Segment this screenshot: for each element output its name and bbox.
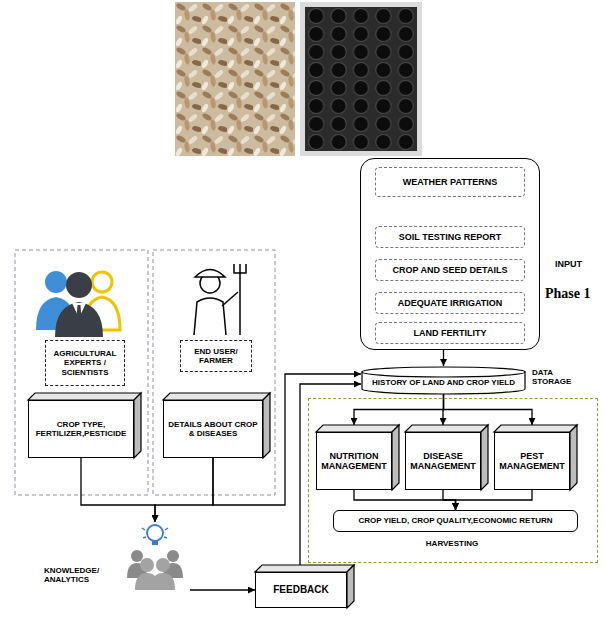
box-top-face [28,393,141,400]
box-label: PEST MANAGEMENT [499,451,565,472]
box-label: CROP TYPE, FERTILIZER,PESTICIDE [33,420,129,438]
actor-box: AGRICULTURAL EXPERTS / SCIENTISTS [45,340,125,386]
connector [456,490,533,510]
person-head [66,272,92,298]
pitchfork [234,264,246,335]
box-top-face [494,425,577,432]
store-label: HISTORY OF LAND AND CROP YIELD [365,378,522,387]
person-head [167,550,179,562]
box-side-face [347,565,354,608]
farmer-body [194,298,226,335]
farmer-icon [194,264,246,335]
box-label: CROP YIELD, CROP QUALITY,ECONOMIC RETURN [358,516,552,525]
box-label: ADEQUATE IRRIGATION [398,298,503,308]
box-side-face [134,393,141,458]
bulb-rays [142,528,168,538]
bulb-base [152,541,158,545]
box-side-face [263,393,270,458]
cylinder-top [362,367,525,377]
group-panel [153,250,275,495]
tray-photo [305,7,417,151]
experts-icon [36,271,120,337]
input-panel: INPUTPhase 1WEATHER PATTERNSSOIL TESTING… [360,158,540,350]
bulb [147,525,163,541]
box-side-face [481,425,488,490]
tie [77,305,82,322]
box-label: WEATHER PATTERNS [403,177,498,187]
feedback-box: FEEDBACK [255,572,347,608]
box-top-face [255,565,354,572]
data-store: HISTORY OF LAND AND CROP YIELDDATA STORA… [361,366,526,394]
connector [443,350,444,366]
connector [354,490,456,510]
store-caption: DATA STORAGE [532,368,584,386]
farmer-hat [195,270,225,278]
process-box: DETAILS ABOUT CROP & DISEASES [163,400,263,458]
tray-photo-frame [300,2,422,156]
box-label: NUTRITION MANAGEMENT [321,451,387,472]
connector [443,490,456,510]
connector [81,458,155,522]
person-body [151,573,175,590]
process-box: NUTRITION MANAGEMENT [316,432,392,490]
box-label: DETAILS ABOUT CROP & DISEASES [168,420,258,438]
input-item: CROP AND SEED DETAILS [375,259,525,281]
input-item: ADEQUATE IRRIGATION [375,292,525,314]
box-label: AGRICULTURAL EXPERTS / SCIENTISTS [50,349,120,377]
input-item: LAND FERTILITY [375,322,525,344]
phase-label: Phase 1 [545,286,605,302]
process-box: DISEASE MANAGEMENT [405,432,481,490]
region-label: HARVESTING [389,539,515,548]
box-label: END USER/ FARMER [185,347,247,365]
connector [155,458,213,522]
harvest-region: HARVESTING NUTRITION MANAGEMENT DISEASE MA… [308,398,598,563]
person-head [131,550,143,562]
farmer-arm [222,292,238,306]
analytics-label: KNOWLEDGE/ ANALYTICS [44,566,124,584]
box-label: FEEDBACK [273,584,329,596]
person-head [140,558,154,572]
person-head [92,272,112,292]
seed-photo [175,2,295,156]
box-label: SOIL TESTING REPORT [399,232,501,242]
input-label: INPUT [555,259,595,269]
analytics-node: KNOWLEDGE/ ANALYTICS [40,522,190,596]
process-box: CROP TYPE, FERTILIZER,PESTICIDE [28,400,134,458]
input-item: WEATHER PATTERNS [375,167,525,197]
box-label: LAND FERTILITY [414,328,487,338]
process-box: PEST MANAGEMENT [494,432,570,490]
outcome-box: CROP YIELD, CROP QUALITY,ECONOMIC RETURN [333,510,578,532]
actor-box: END USER/ FARMER [180,340,252,372]
box-top-face [405,425,488,432]
box-side-face [570,425,577,490]
connector [190,589,255,590]
input-item: SOIL TESTING REPORT [375,226,525,248]
person-head [45,271,67,293]
analytics-icon [127,525,183,590]
box-label: DISEASE MANAGEMENT [410,451,476,472]
box-side-face [392,425,399,490]
box-label: CROP AND SEED DETAILS [393,265,508,275]
box-top-face [163,393,270,400]
box-top-face [316,425,399,432]
person-head [156,558,170,572]
person-body [55,302,103,337]
